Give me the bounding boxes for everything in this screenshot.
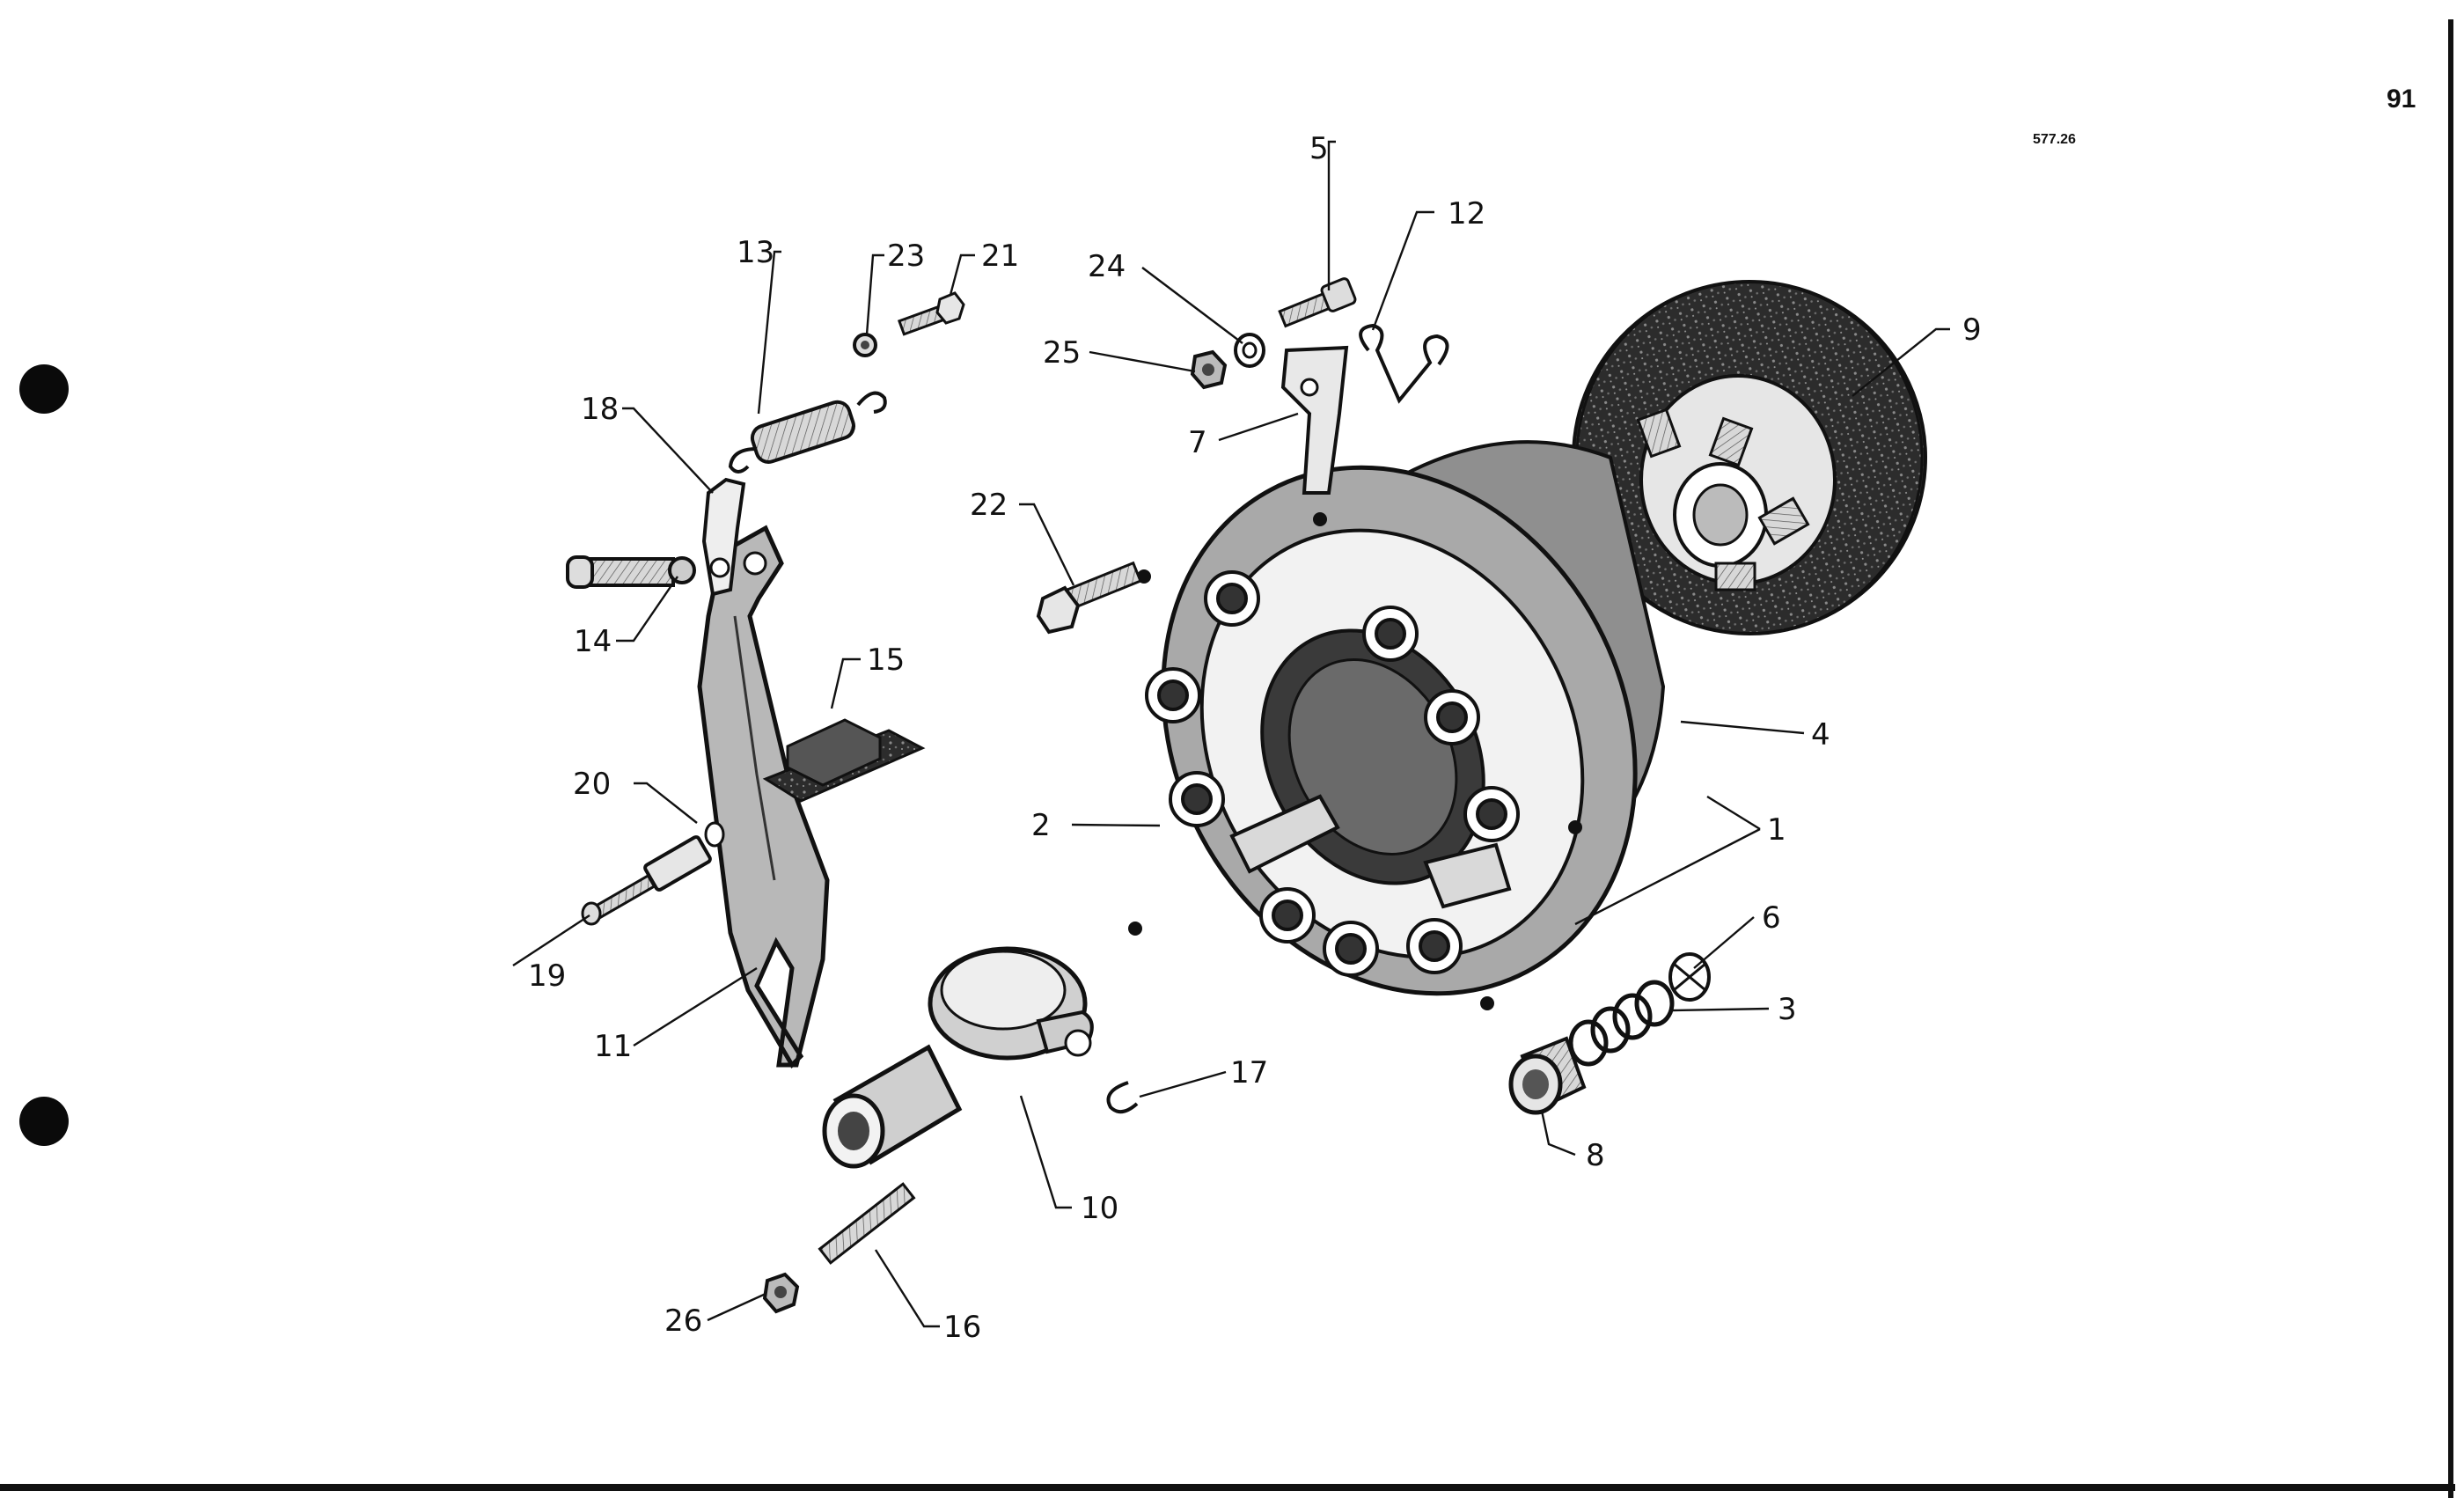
- callout-15: 15: [867, 643, 905, 678]
- pad-15: [762, 718, 926, 803]
- cross-shaft: [822, 1044, 963, 1169]
- adjusting-screw-14: [566, 555, 696, 589]
- washer-6: [1668, 952, 1711, 1002]
- page-border-right: [2448, 19, 2453, 1498]
- spring-3: [1568, 980, 1675, 1067]
- page-number: 91: [2387, 84, 2416, 114]
- bolt-5: [1278, 277, 1357, 328]
- washer-24: [1234, 333, 1265, 368]
- spring-clip-12: [1359, 323, 1449, 404]
- callout-20: 20: [573, 767, 611, 802]
- callout-23: 23: [887, 239, 925, 274]
- callout-14: 14: [574, 624, 612, 659]
- bush-8: [1508, 1036, 1587, 1115]
- callout-10: 10: [1081, 1191, 1118, 1226]
- tension-spring-13: [728, 391, 887, 474]
- leader-lines: [512, 140, 1950, 1328]
- callout-21: 21: [981, 239, 1019, 274]
- callout-12: 12: [1448, 196, 1485, 231]
- rod-19: [581, 873, 656, 926]
- callout-11: 11: [594, 1029, 632, 1064]
- binder-hole-top-icon: [19, 364, 69, 414]
- callout-8: 8: [1586, 1138, 1605, 1173]
- callout-13: 13: [737, 235, 774, 270]
- clutch-disc: [1572, 280, 1927, 635]
- callout-9: 9: [1962, 312, 1982, 348]
- callout-1: 1: [1767, 812, 1786, 848]
- callout-19: 19: [528, 958, 566, 994]
- callout-labels: 5 12 24 25 7 22 9 4 1 6 3 8 2 17 10 16 2…: [528, 131, 1982, 1345]
- callout-3: 3: [1778, 992, 1797, 1027]
- lever-bracket: [1280, 345, 1349, 495]
- page-border-bottom: [0, 1484, 2455, 1491]
- callout-7: 7: [1188, 425, 1207, 460]
- callout-26: 26: [664, 1303, 702, 1339]
- release-bearing-10: [928, 946, 1094, 1061]
- bolt-21: [897, 291, 965, 336]
- callout-17: 17: [1230, 1055, 1268, 1090]
- callout-6: 6: [1762, 900, 1781, 936]
- nut-26: [762, 1272, 800, 1314]
- callout-4: 4: [1811, 717, 1830, 753]
- callout-16: 16: [943, 1310, 981, 1345]
- callout-22: 22: [970, 488, 1008, 523]
- nut-23: [853, 333, 877, 357]
- callout-25: 25: [1043, 335, 1081, 371]
- pressure-plate-assembly: [1128, 440, 1666, 1010]
- hook-17: [1106, 1081, 1139, 1114]
- bolt-22: [1036, 561, 1142, 635]
- callout-5: 5: [1309, 131, 1329, 166]
- figure-code: 577.26: [2033, 132, 2076, 147]
- callout-2: 2: [1031, 808, 1051, 843]
- clip-plate-18: [701, 477, 746, 597]
- callout-24: 24: [1088, 249, 1126, 284]
- callout-18: 18: [581, 392, 619, 427]
- adjuster-20: [643, 821, 725, 892]
- stud-16: [818, 1182, 916, 1265]
- nut-25: [1190, 349, 1228, 390]
- binder-hole-bottom-icon: [19, 1097, 69, 1146]
